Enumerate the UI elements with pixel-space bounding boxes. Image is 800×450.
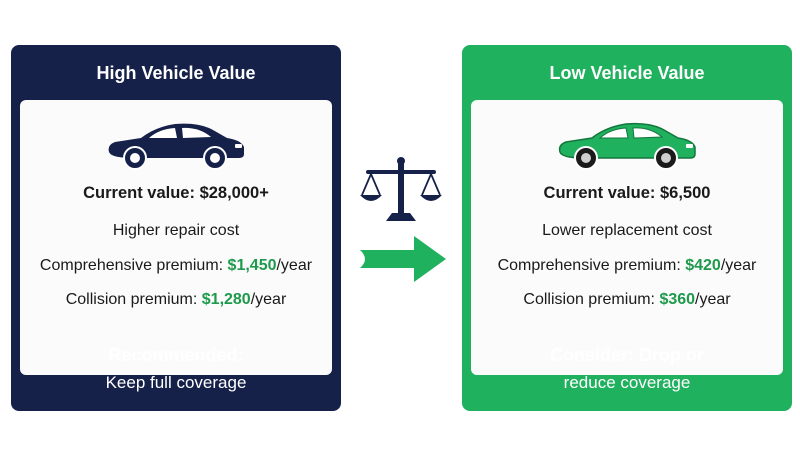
comprehensive-unit: /year	[276, 257, 313, 274]
high-collision-premium: Collision premium: $1,280/year	[20, 291, 332, 309]
right-arrow-icon	[356, 230, 450, 293]
high-value-card: High Vehicle Value Current value: $28,00…	[11, 45, 341, 411]
low-value-details: Current value: $6,500 Lower replacement …	[471, 100, 783, 375]
recommendation-heading: Recommended:	[108, 345, 244, 365]
balance-scale-icon	[358, 155, 444, 230]
comprehensive-amount: $420	[685, 257, 721, 274]
low-value-card: Low Vehicle Value Current value: $6,500 …	[462, 45, 792, 411]
comprehensive-unit: /year	[720, 257, 757, 274]
low-collision-premium: Collision premium: $360/year	[471, 291, 783, 309]
sedan-icon	[20, 118, 332, 170]
comprehensive-label: Comprehensive premium:	[497, 257, 686, 274]
low-comprehensive-premium: Comprehensive premium: $420/year	[471, 257, 783, 275]
collision-amount: $1,280	[201, 291, 251, 308]
comprehensive-amount: $1,450	[227, 257, 277, 274]
high-comprehensive-premium: Comprehensive premium: $1,450/year	[20, 257, 332, 275]
collision-unit: /year	[695, 291, 731, 308]
high-value-details: Current value: $28,000+ Higher repair co…	[20, 100, 332, 375]
low-description: Lower replacement cost	[542, 222, 712, 239]
collision-unit: /year	[250, 291, 287, 308]
low-recommendation: Consider: Drop or reduce coverage	[462, 345, 792, 393]
high-current-value: Current value: $28,000+	[83, 184, 269, 202]
recommendation-text: reduce coverage	[563, 373, 691, 392]
recommendation-heading: Consider: Drop or	[549, 345, 704, 365]
low-value-title: Low Vehicle Value	[549, 63, 705, 83]
high-value-title: High Vehicle Value	[96, 63, 256, 83]
recommendation-text: Keep full coverage	[105, 373, 247, 392]
collision-label: Collision premium:	[65, 291, 202, 308]
sedan-icon	[471, 118, 783, 170]
low-current-value: Current value: $6,500	[543, 184, 711, 202]
high-recommendation: Recommended: Keep full coverage	[11, 345, 341, 393]
collision-label: Collision premium:	[523, 291, 660, 308]
comprehensive-label: Comprehensive premium:	[39, 257, 228, 274]
high-description: Higher repair cost	[112, 222, 240, 239]
collision-amount: $360	[659, 291, 696, 308]
